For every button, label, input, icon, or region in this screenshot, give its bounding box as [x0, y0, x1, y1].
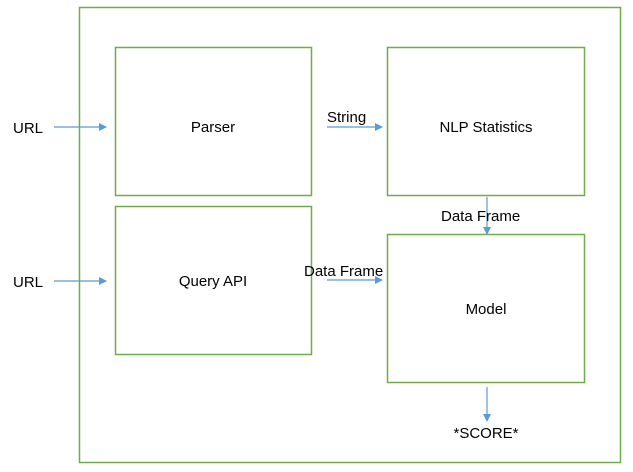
string-edge-label: String — [327, 109, 366, 126]
system-container — [78, 6, 622, 464]
query-api-input-label: URL — [13, 274, 43, 291]
nlp-statistics-box — [386, 46, 586, 197]
nlp-to-model-edge-label: Data Frame — [441, 208, 520, 225]
query-api-box — [114, 205, 313, 356]
nlp-statistics-label: NLP Statistics — [439, 119, 532, 136]
model-label: Model — [466, 301, 507, 318]
score-output-label: *SCORE* — [453, 425, 518, 442]
query-to-model-edge-label: Data Frame — [304, 263, 383, 280]
parser-box — [114, 46, 313, 197]
parser-input-label: URL — [13, 120, 43, 137]
query-api-label: Query API — [179, 273, 247, 290]
parser-label: Parser — [191, 119, 235, 136]
model-box — [386, 233, 586, 384]
